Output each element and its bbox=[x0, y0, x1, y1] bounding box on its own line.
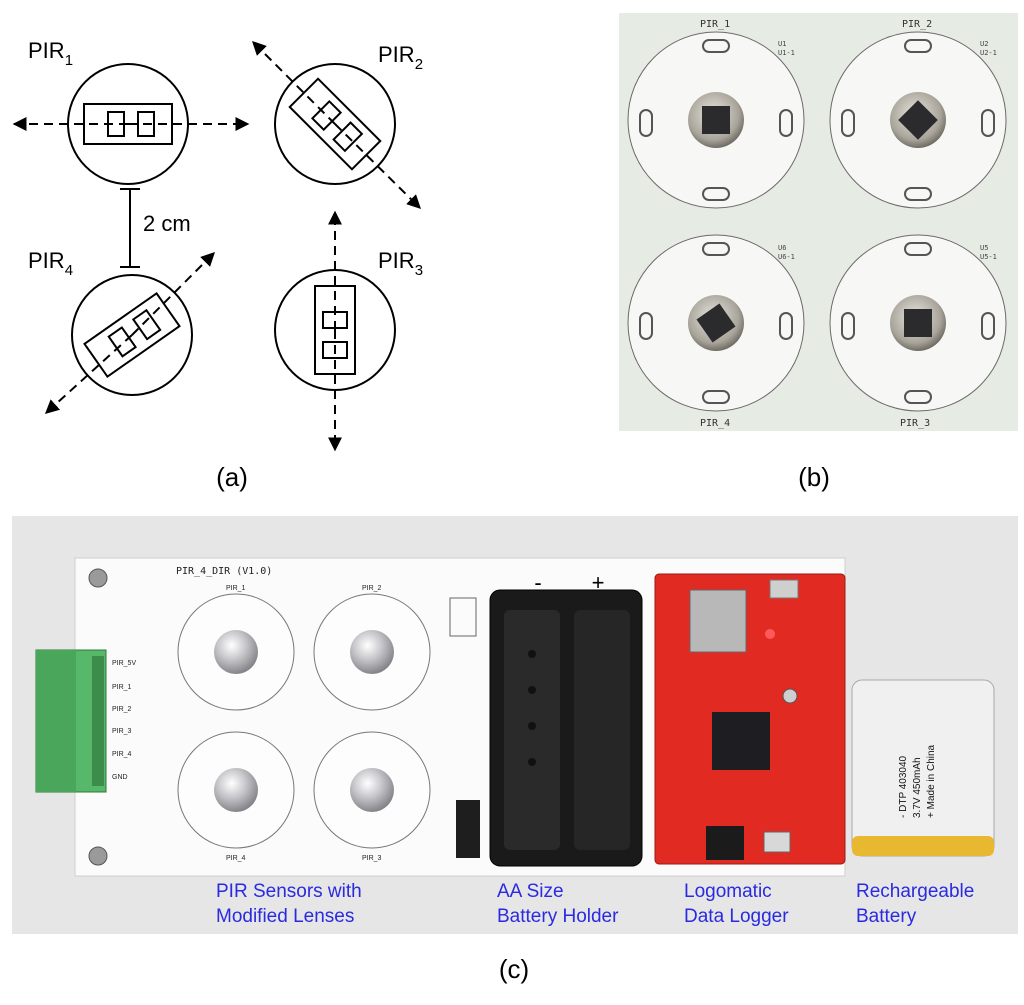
c-sensor-pir2 bbox=[313, 593, 431, 711]
annotation-pir: PIR Sensors with Modified Lenses bbox=[216, 881, 362, 927]
svg-text:PIR_1: PIR_1 bbox=[226, 585, 246, 592]
screw bbox=[88, 568, 108, 588]
b-label-pir3: PIR_3 bbox=[900, 418, 930, 429]
svg-text:Data Logger: Data Logger bbox=[684, 906, 789, 927]
svg-text:PIR_4: PIR_4 bbox=[226, 855, 246, 862]
c-sensor-pir1 bbox=[177, 593, 295, 711]
svg-text:GND: GND bbox=[112, 774, 128, 781]
svg-text:Logomatic: Logomatic bbox=[684, 881, 772, 902]
spacing-label: 2 cm bbox=[143, 211, 191, 236]
svg-text:PIR_3: PIR_3 bbox=[112, 728, 132, 735]
svg-text:PIR_3: PIR_3 bbox=[362, 855, 382, 862]
svg-text:PIR_2: PIR_2 bbox=[112, 706, 132, 713]
panel-a: 2 cm PIR1 PIR2 PIR3 PIR4 (a) bbox=[12, 38, 423, 492]
svg-text:PIR_4: PIR_4 bbox=[112, 751, 132, 758]
panel-c: PIR_4_DIR (V1.0) PIR_5V PIR_1 PIR_2 PIR_… bbox=[12, 516, 1018, 984]
pir2-label: PIR2 bbox=[378, 42, 423, 73]
svg-text:Battery Holder: Battery Holder bbox=[497, 906, 619, 927]
sensor-pad-pir4 bbox=[627, 234, 805, 412]
svg-text:PIR_2: PIR_2 bbox=[362, 585, 382, 592]
b-part-label: U1-1 bbox=[778, 49, 795, 57]
svg-text:PIR_5V: PIR_5V bbox=[112, 660, 136, 667]
c-sensor-pir4 bbox=[177, 731, 295, 849]
lipo-battery bbox=[851, 679, 995, 857]
b-part-label: U5-1 bbox=[980, 253, 997, 261]
c-sensor-labels: PIR_1 PIR_2 PIR_4 PIR_3 bbox=[226, 585, 382, 862]
b-label-pir4: PIR_4 bbox=[700, 418, 730, 429]
battery-plus: + bbox=[592, 570, 605, 595]
panel-b: PIR_1 PIR_2 PIR_4 PIR_3 (b) bbox=[619, 13, 1018, 492]
aa-battery-holder bbox=[489, 589, 643, 867]
b-label-pir2: PIR_2 bbox=[902, 19, 932, 30]
b-part-label: U2-1 bbox=[980, 49, 997, 57]
screw bbox=[88, 846, 108, 866]
pir4-label: PIR4 bbox=[28, 248, 73, 279]
board-title: PIR_4_DIR (V1.0) bbox=[176, 566, 272, 577]
svg-text:AA Size: AA Size bbox=[497, 881, 564, 902]
svg-text:Battery: Battery bbox=[856, 906, 917, 927]
c-sensor-pir3 bbox=[313, 731, 431, 849]
b-part-label: U2 bbox=[980, 40, 988, 48]
svg-text:3.7V 450mAh: 3.7V 450mAh bbox=[912, 757, 923, 818]
pir1-label: PIR1 bbox=[28, 38, 73, 69]
pir3-label: PIR3 bbox=[378, 248, 423, 279]
sensor-pad-pir3 bbox=[829, 234, 1007, 412]
caption-b: (b) bbox=[798, 462, 830, 492]
svg-text:Modified Lenses: Modified Lenses bbox=[216, 906, 354, 927]
jumper bbox=[449, 597, 477, 637]
spacing-dimension bbox=[120, 188, 140, 268]
sensor-pad-pir2 bbox=[829, 31, 1007, 209]
svg-text:Rechargeable: Rechargeable bbox=[856, 881, 974, 902]
b-part-label: U6-1 bbox=[778, 253, 795, 261]
annotation-recharge: Rechargeable Battery bbox=[856, 881, 974, 927]
pir4-diagram bbox=[44, 252, 215, 414]
battery-minus: - bbox=[534, 570, 541, 595]
pir3-diagram bbox=[274, 210, 396, 452]
sensor-pad-pir1 bbox=[627, 31, 805, 209]
svg-text:PIR Sensors with: PIR Sensors with bbox=[216, 881, 362, 902]
b-label-pir1: PIR_1 bbox=[700, 19, 730, 30]
power-jack bbox=[456, 800, 480, 858]
b-part-label: U6 bbox=[778, 244, 786, 252]
pir1-diagram bbox=[12, 63, 250, 185]
caption-a: (a) bbox=[216, 462, 248, 492]
caption-c: (c) bbox=[499, 954, 529, 984]
svg-text:+ Made in China: + Made in China bbox=[926, 744, 937, 818]
svg-text:PIR_1: PIR_1 bbox=[112, 684, 132, 691]
svg-text:- DTP 403040: - DTP 403040 bbox=[898, 755, 909, 818]
logomatic-board bbox=[654, 573, 846, 865]
annotation-battery-holder: AA Size Battery Holder bbox=[497, 881, 619, 927]
terminal-block bbox=[35, 649, 107, 793]
b-part-label: U1 bbox=[778, 40, 786, 48]
pir2-diagram bbox=[252, 41, 421, 209]
pin-labels: PIR_5V PIR_1 PIR_2 PIR_3 PIR_4 GND bbox=[112, 660, 136, 781]
lens-slots bbox=[639, 39, 995, 404]
b-part-label: U5 bbox=[980, 244, 988, 252]
annotation-logger: Logomatic Data Logger bbox=[684, 881, 789, 927]
battery-label: - DTP 403040 3.7V 450mAh + Made in China bbox=[898, 744, 937, 818]
